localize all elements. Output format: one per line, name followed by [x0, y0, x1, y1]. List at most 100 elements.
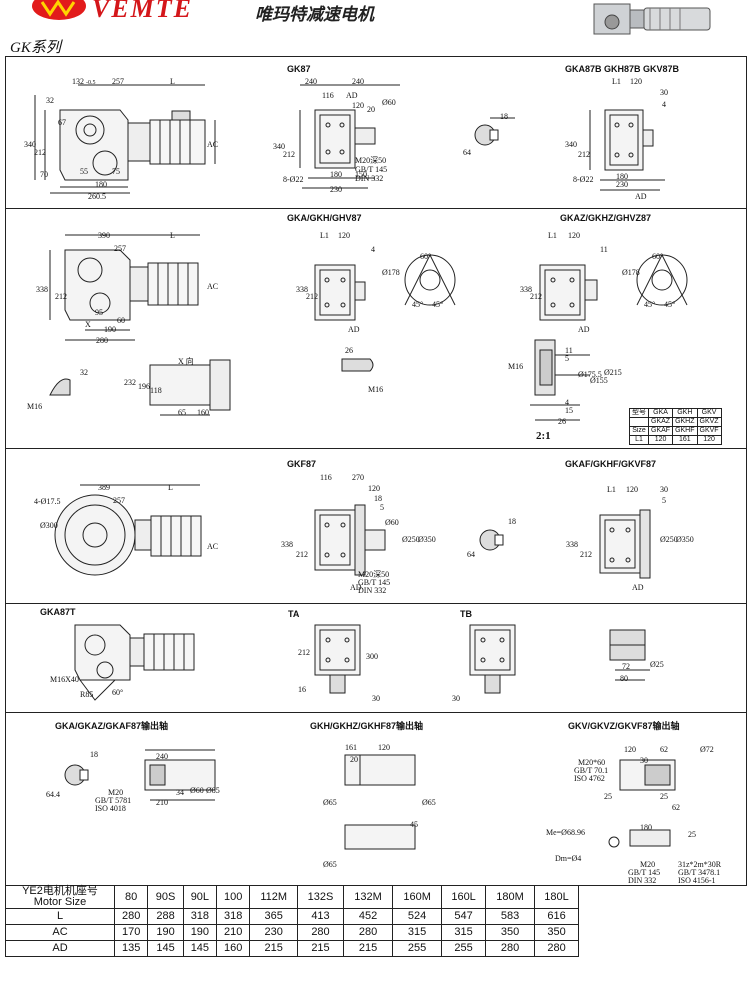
dim-240: 240: [305, 77, 317, 86]
note-gb: GB/T 145: [358, 578, 391, 587]
title-gkf87: GKF87: [287, 459, 317, 469]
dim-d72: Ø72: [700, 745, 714, 754]
dim-d250: Ø250: [402, 535, 420, 544]
table-row: AD 135 145 145 160 215 215 215 255 255 2…: [5, 940, 750, 957]
table-cell: 583: [484, 908, 536, 925]
table-cell: 170: [113, 924, 149, 941]
dim-180: 180: [95, 180, 107, 189]
flange-section-drawing: [530, 339, 590, 421]
dim-338: 338: [520, 285, 532, 294]
dim-5: 5: [565, 354, 569, 363]
dim-25: 25: [660, 792, 668, 801]
note-m20: M20: [640, 860, 656, 869]
dim-30: 30: [660, 485, 668, 494]
page-header: VEMTE 唯玛特减速电机 GK系列: [0, 0, 750, 56]
scale-ratio: 2:1: [536, 430, 551, 442]
label-x-dir: X 向: [178, 357, 194, 366]
dim-18: 18: [90, 750, 98, 759]
section-divider: [5, 603, 747, 604]
dim-338: 338: [281, 540, 293, 549]
dim-270: 270: [352, 473, 364, 482]
dim-AD: AD: [346, 91, 358, 100]
dim-212: 212: [578, 150, 590, 159]
table-spacer: [579, 941, 750, 957]
dim-L1: L1: [548, 231, 557, 240]
dim-d60: Ø60: [385, 518, 399, 527]
dim-11: 11: [565, 346, 573, 355]
dim-212: 212: [55, 292, 67, 301]
table-cell: 365: [249, 908, 299, 925]
table-row: YE2电机机座号 Motor Size 80 90S 90L 100 112M …: [5, 885, 750, 909]
dim-120: 120: [378, 743, 390, 752]
dim-180: 180: [640, 823, 652, 832]
table-header-cell: YE2电机机座号 Motor Size: [5, 885, 115, 909]
table-spacer: [579, 886, 750, 909]
tb-view-drawing: [469, 624, 516, 694]
note-gb: GB/T 5781: [95, 796, 132, 805]
key-section-drawing: [474, 117, 515, 146]
dim-30: 30: [660, 88, 668, 97]
dim-AC: AC: [207, 542, 219, 551]
dim-62: 62: [660, 745, 668, 754]
dim-d155: Ø155: [590, 376, 608, 385]
dim-tol: -0.5: [86, 80, 96, 86]
table-cell: 215: [297, 940, 344, 957]
dim-d178: Ø178: [382, 268, 400, 277]
dim-M16: M16: [27, 402, 43, 411]
dim-60deg: 60°: [652, 252, 664, 261]
dim-212: 212: [296, 550, 308, 559]
dim-160: 160: [197, 408, 209, 417]
dim-338: 338: [36, 285, 48, 294]
table-cell: 210: [216, 924, 251, 941]
dim-AD: AD: [578, 325, 590, 334]
table-cell: 413: [297, 908, 344, 925]
gkh-shaft-drawing: [344, 754, 416, 850]
table-cell: 547: [441, 908, 486, 925]
dim-25: 25: [604, 792, 612, 801]
title-ta: TA: [288, 609, 300, 619]
gearmotor-photo-icon: [593, 3, 711, 35]
header-label: YE2电机机座号: [22, 885, 98, 897]
dim-L: L: [170, 231, 175, 240]
table-cell: 190: [182, 924, 218, 941]
table-cell: 160: [216, 940, 251, 957]
dim-60deg: 60°: [420, 252, 432, 261]
table-cell: 132S: [297, 885, 344, 909]
dim-257: 257: [113, 496, 125, 505]
dim-d60: Ø60: [382, 98, 396, 107]
dim-AD: AD: [632, 583, 644, 592]
dim-45deg: 45°: [644, 300, 656, 309]
dim-230: 230: [330, 185, 342, 194]
section-divider: [5, 712, 747, 713]
bushing-section-drawing: [609, 629, 650, 681]
table-cell: 80: [113, 885, 149, 909]
gk87-front-view-drawing: [299, 84, 400, 189]
note-din: DIN 332: [355, 174, 384, 183]
title-gka87: GKA/GKH/GHV87: [287, 213, 362, 223]
dim-120: 120: [568, 231, 580, 240]
dim-dm: Dm=Ø4: [555, 854, 582, 863]
dim-260-5: 260.5: [88, 192, 106, 201]
dim-AD: AD: [350, 583, 362, 592]
dim-65: 65: [178, 408, 186, 417]
dim-190: 190: [104, 325, 116, 334]
section-divider: [5, 448, 747, 449]
table-cell: 160M: [392, 885, 443, 909]
series-title: GK系列: [10, 40, 61, 56]
dim-240: 240: [156, 752, 168, 761]
table-cell: 318: [182, 908, 218, 925]
dim-64: 64: [463, 148, 471, 157]
dim-4: 4: [371, 245, 375, 254]
dim-8-d22: 8-Ø22: [283, 175, 304, 184]
dim-300: 300: [366, 652, 378, 661]
table-cell: 215: [249, 940, 299, 957]
dim-L: L: [168, 483, 173, 492]
dim-d65: Ø65: [323, 798, 337, 807]
note-iso: ISO 4156-1: [678, 876, 716, 885]
gk87b-view-drawing: [589, 109, 665, 191]
title-gkaz87: GKAZ/GKHZ/GHVZ87: [560, 213, 652, 223]
dim-d300: Ø300: [40, 521, 58, 530]
dim-d250: Ø250: [660, 535, 678, 544]
dim-5: 5: [662, 496, 666, 505]
